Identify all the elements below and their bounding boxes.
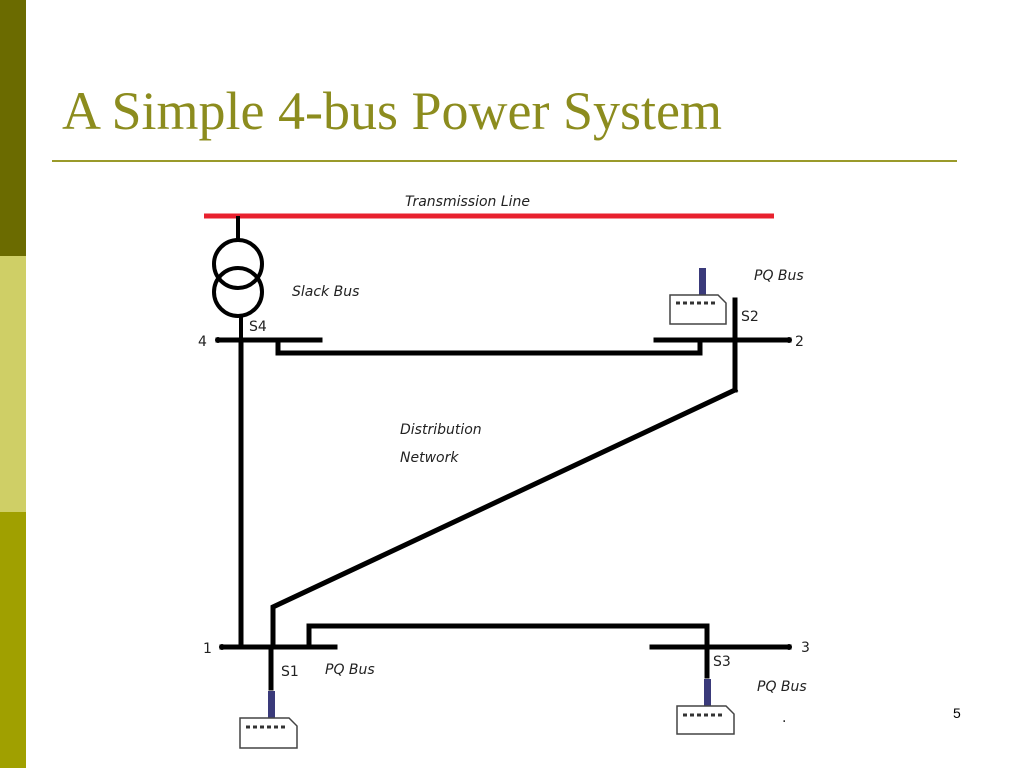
side-bar-top — [0, 0, 26, 256]
line-4-2 — [275, 337, 703, 356]
side-bar-middle — [0, 256, 26, 512]
stray-mark: . — [782, 710, 786, 726]
side-bar-bottom — [0, 512, 26, 768]
bus-4-number: 4 — [198, 334, 207, 350]
bus-3-end-dot — [786, 644, 792, 650]
distribution-label-line1: Distribution — [400, 422, 482, 438]
bus-2-number: 2 — [795, 334, 804, 350]
bus-1-number: 1 — [203, 641, 212, 657]
line-2-1 — [270, 386, 739, 648]
line-1-3 — [306, 623, 710, 650]
bus-4-end-dot — [215, 337, 221, 343]
factory-load-icon-bus-2 — [669, 268, 727, 325]
bus-1-end-dot — [219, 644, 225, 650]
bus-3-number: 3 — [801, 640, 810, 656]
switch-s2-label: S2 — [741, 309, 759, 325]
page-number: 5 — [953, 705, 961, 721]
bus-3-type-label: PQ Bus — [757, 679, 807, 695]
slack-bus-label: Slack Bus — [292, 284, 359, 300]
switch-s4-label: S4 — [249, 319, 267, 335]
bus-2-type-label: PQ Bus — [754, 268, 804, 284]
switch-s3-label: S3 — [713, 654, 731, 670]
bus-2-end-dot — [786, 337, 792, 343]
transformer-icon — [212, 216, 264, 340]
factory-load-icon-bus-3 — [676, 679, 735, 735]
distribution-label-line2: Network — [400, 450, 459, 466]
bus-1-type-label: PQ Bus — [325, 662, 375, 678]
slide-title: A Simple 4-bus Power System — [62, 81, 723, 141]
factory-load-icon-bus-1 — [239, 691, 298, 749]
transmission-line-label: Transmission Line — [405, 194, 530, 210]
switch-s1-label: S1 — [281, 664, 299, 680]
title-underline — [52, 160, 957, 162]
